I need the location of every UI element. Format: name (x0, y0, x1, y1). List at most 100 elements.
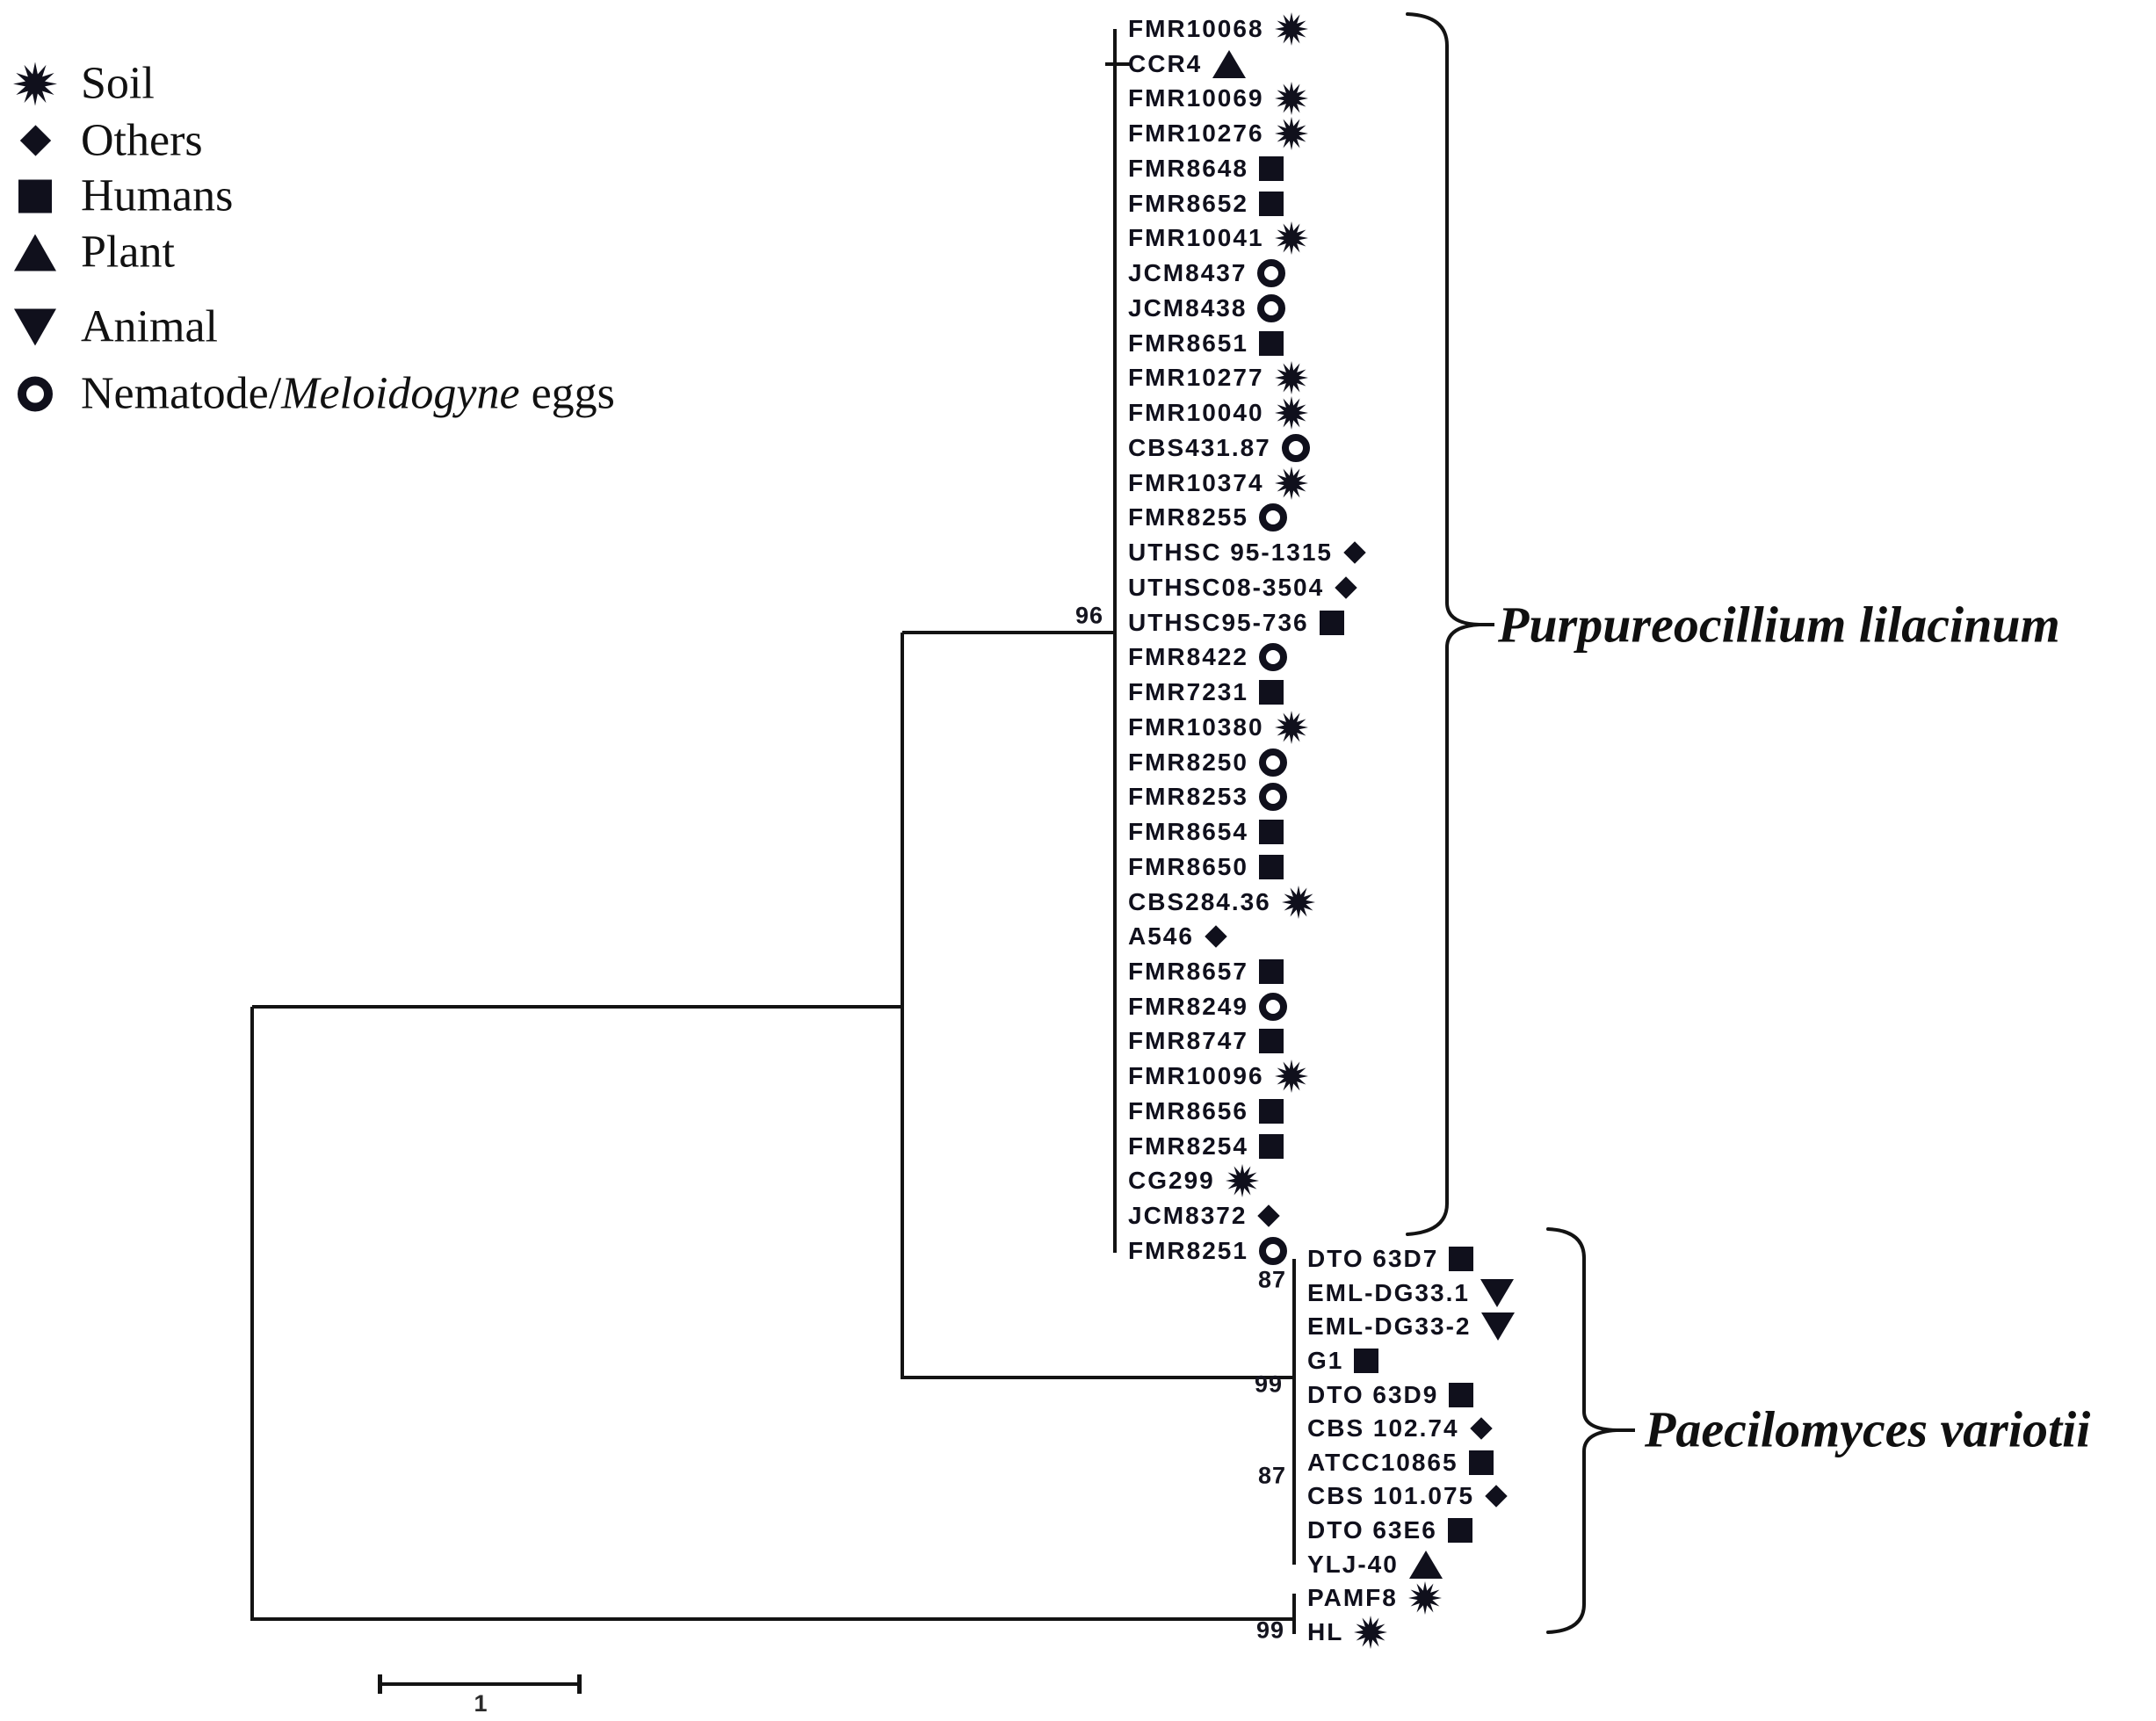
taxon-row: JCM8438 (1128, 294, 1286, 322)
taxon-label: FMR8651 (1128, 329, 1248, 357)
taxon-row: FMR10096 (1128, 1059, 1308, 1093)
taxon-label: CBS284.36 (1128, 888, 1271, 915)
taxon-row: FMR8255 (1128, 503, 1287, 531)
taxon-label: UTHSC95-736 (1128, 609, 1309, 636)
soil-icon (1274, 1059, 1308, 1093)
soil-icon (1274, 361, 1308, 394)
legend-label: Nematode/Meloidogyne eggs (81, 368, 615, 420)
taxon-label: FMR8652 (1128, 190, 1248, 217)
humans-icon (1258, 192, 1284, 216)
taxon-label: FMR8253 (1128, 783, 1248, 810)
nematode-icon (1257, 259, 1286, 287)
branch-line (252, 1005, 904, 1009)
taxon-label: FMR8650 (1128, 853, 1248, 880)
others-icon (1205, 925, 1227, 948)
taxon-label: FMR10276 (1128, 119, 1264, 147)
taxon-label: UTHSC 95-1315 (1128, 539, 1333, 566)
taxon-label: FMR8255 (1128, 503, 1248, 531)
taxon-row: UTHSC 95-1315 (1128, 539, 1366, 567)
taxon-row: FMR8747 (1128, 1027, 1284, 1055)
soil-icon (1274, 12, 1308, 46)
plant-icon (14, 234, 56, 271)
taxon-row: CBS 101.075 (1307, 1482, 1508, 1510)
bootstrap-value: 87 (1257, 1266, 1286, 1293)
branch-line (1292, 1259, 1296, 1565)
legend-label: Others (81, 115, 203, 166)
nematode-icon (1258, 503, 1287, 531)
taxon-label: EML-DG33.1 (1307, 1279, 1470, 1306)
taxon-label: FMR10069 (1128, 84, 1264, 112)
cluster-label-paecilomyces-variotii: Paecilomyces variotii (1645, 1400, 2091, 1458)
soil-icon (1354, 1616, 1388, 1649)
branch-line (1113, 29, 1117, 1253)
humans-icon (1258, 680, 1284, 705)
taxon-label: PAMF8 (1307, 1584, 1398, 1611)
soil-icon (1225, 1164, 1259, 1197)
nematode-icon (1258, 748, 1287, 777)
nematode-icon (1258, 643, 1287, 671)
legend-label-prefix: Nematode/ (81, 368, 282, 419)
soil-icon (1274, 396, 1308, 430)
taxon-row: FMR8250 (1128, 748, 1287, 777)
taxon-row: FMR10277 (1128, 361, 1308, 394)
taxon-label: FMR10380 (1128, 713, 1264, 741)
taxon-row: FMR8650 (1128, 853, 1284, 881)
animal-icon (14, 308, 56, 345)
taxon-label: EML-DG33-2 (1307, 1312, 1472, 1340)
humans-icon (1258, 820, 1284, 844)
humans-icon (1319, 611, 1344, 635)
humans-icon (1258, 855, 1284, 879)
soil-icon (13, 61, 57, 105)
taxon-label: ATCC10865 (1307, 1449, 1458, 1476)
taxon-label: G1 (1307, 1347, 1344, 1374)
taxon-row: FMR8249 (1128, 993, 1287, 1021)
taxon-row: DTO 63D9 (1307, 1381, 1474, 1409)
taxon-label: FMR8648 (1128, 155, 1248, 182)
branch-line (902, 631, 1117, 634)
taxon-row: FMR10041 (1128, 221, 1308, 255)
taxon-row: CBS431.87 (1128, 434, 1310, 462)
taxon-label: FMR10040 (1128, 399, 1264, 426)
others-icon (1257, 1204, 1281, 1227)
taxon-row: FMR10380 (1128, 711, 1308, 744)
taxon-label: FMR10374 (1128, 469, 1264, 496)
legend-symbol-box (12, 61, 58, 105)
nematode-icon (1258, 1237, 1287, 1265)
taxon-row: FMR8656 (1128, 1097, 1284, 1125)
bootstrap-value: 87 (1257, 1462, 1286, 1489)
soil-icon (1274, 466, 1308, 500)
taxon-label: CBS 101.075 (1307, 1482, 1475, 1509)
others-icon (1485, 1485, 1508, 1508)
taxon-label: UTHSC08-3504 (1128, 574, 1325, 601)
taxon-row: UTHSC08-3504 (1128, 574, 1357, 602)
taxon-row: FMR8651 (1128, 329, 1284, 358)
taxon-row: CG299 (1128, 1164, 1259, 1197)
taxon-row: FMR8654 (1128, 818, 1284, 846)
legend-item-humans: Humans (12, 170, 233, 222)
legend-label-suffix: eggs (519, 368, 615, 419)
taxon-row: FMR10069 (1128, 82, 1308, 115)
taxon-row: JCM8437 (1128, 259, 1286, 287)
taxon-label: FMR7231 (1128, 678, 1248, 705)
taxon-row: DTO 63E6 (1307, 1516, 1472, 1544)
taxon-label: DTO 63D9 (1307, 1381, 1439, 1408)
taxon-label: CG299 (1128, 1167, 1215, 1194)
taxon-label: FMR8254 (1128, 1132, 1248, 1160)
taxon-label: JCM8438 (1128, 294, 1248, 322)
nematode-icon (1258, 783, 1287, 811)
branch-line (901, 633, 904, 1379)
taxon-label: FMR10068 (1128, 15, 1264, 42)
soil-icon (1274, 221, 1308, 255)
taxon-label: FMR10041 (1128, 224, 1264, 251)
legend-symbol-box (12, 376, 58, 411)
paecilomyces-brace (1546, 1227, 1635, 1634)
soil-icon (1274, 82, 1308, 115)
nematode-icon (1257, 294, 1286, 322)
taxon-label: FMR10277 (1128, 364, 1264, 391)
humans-icon (1258, 1029, 1284, 1053)
taxon-label: FMR8656 (1128, 1097, 1248, 1124)
humans-icon (1449, 1383, 1474, 1407)
legend-item-plant: Plant (12, 227, 175, 278)
